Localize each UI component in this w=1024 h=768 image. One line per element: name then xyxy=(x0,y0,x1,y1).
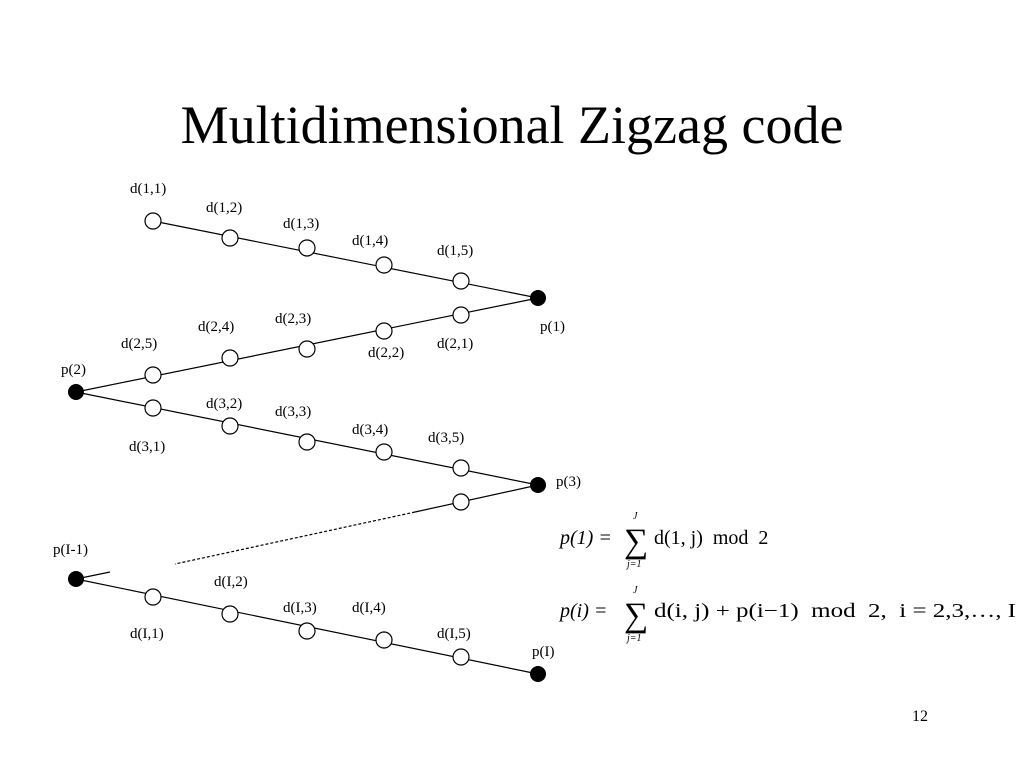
label-d-3-1: d(3,1) xyxy=(129,439,165,455)
node-d-3-5 xyxy=(452,459,470,477)
node-d-2-3 xyxy=(298,340,316,358)
eq2-rhs: d(i, j) + p(i−1) mod 2, i = 2,3,…, I xyxy=(654,600,1016,622)
node-d-2-4 xyxy=(221,349,239,367)
label-p-3: p(3) xyxy=(556,474,581,490)
label-p-I-minus-1: p(I-1) xyxy=(53,542,88,558)
label-d-I-2: d(I,2) xyxy=(214,574,248,590)
equation-parity-1: p(1) = J ∑ j=1 d(1, j) mod 2 xyxy=(558,511,768,570)
node-d-I-3 xyxy=(298,622,316,640)
edge-row-1 xyxy=(152,220,539,299)
label-d-3-5: d(3,5) xyxy=(428,430,464,446)
eq2-sum-upper: J xyxy=(633,585,638,596)
eq1-sum-upper: J xyxy=(633,511,638,522)
page-number: 12 xyxy=(912,708,928,725)
label-d-2-2: d(2,2) xyxy=(368,345,404,361)
edge-row-4-solid xyxy=(414,484,539,513)
eq1-sum-sign: ∑ xyxy=(624,523,648,560)
label-p-I: p(I) xyxy=(532,644,555,660)
node-d-1-2 xyxy=(221,229,239,247)
node-d-3-2 xyxy=(221,417,239,435)
node-d-1-3 xyxy=(298,239,316,257)
label-d-I-3: d(I,3) xyxy=(283,600,317,616)
node-d-2-1 xyxy=(452,306,470,324)
node-d-2-2 xyxy=(375,322,393,340)
node-d-1-5 xyxy=(452,272,470,290)
label-d-2-3: d(2,3) xyxy=(275,311,311,327)
node-d-1-4 xyxy=(375,256,393,274)
label-d-3-3: d(3,3) xyxy=(275,404,311,420)
equation-parity-i: p(i) = J ∑ j=1 d(i, j) + p(i−1) mod 2, i… xyxy=(558,585,1016,644)
label-d-2-1: d(2,1) xyxy=(437,336,473,352)
label-d-1-4: d(1,4) xyxy=(352,233,388,249)
node-d-3-3 xyxy=(298,433,316,451)
eq1-lhs: p(1) = xyxy=(558,527,612,549)
eq1-sum-lower: j=1 xyxy=(625,559,642,570)
label-d-1-1: d(1,1) xyxy=(130,181,166,197)
node-d-3-4 xyxy=(375,443,393,461)
node-p-2 xyxy=(68,384,84,400)
label-d-I-5: d(I,5) xyxy=(437,626,471,642)
node-d-3-1 xyxy=(144,399,162,417)
eq2-lhs: p(i) = xyxy=(558,600,607,622)
label-d-1-2: d(1,2) xyxy=(206,200,242,216)
node-d-2-5 xyxy=(144,366,162,384)
edge-row-4-dashed xyxy=(174,511,416,565)
node-d-I-1 xyxy=(144,588,162,606)
eq2-sum-sign: ∑ xyxy=(624,597,648,634)
label-d-2-4: d(2,4) xyxy=(198,319,234,335)
node-d-I-4 xyxy=(375,631,393,649)
label-d-1-3: d(1,3) xyxy=(283,216,319,232)
label-p-2: p(2) xyxy=(61,362,86,378)
label-d-3-2: d(3,2) xyxy=(206,396,242,412)
label-d-I-4: d(I,4) xyxy=(352,600,386,616)
eq1-rhs: d(1, j) mod 2 xyxy=(654,527,768,549)
label-d-I-1: d(I,1) xyxy=(130,626,164,642)
node-p-1 xyxy=(530,290,546,306)
node-p-I-minus-1 xyxy=(68,571,84,587)
label-d-3-4: d(3,4) xyxy=(352,422,388,438)
node-d-4-1 xyxy=(452,493,470,511)
label-d-2-5: d(2,5) xyxy=(121,336,157,352)
eq2-sum-lower: j=1 xyxy=(625,633,642,644)
label-p-1: p(1) xyxy=(540,319,565,335)
node-d-1-1 xyxy=(144,212,162,230)
node-p-3 xyxy=(530,477,546,493)
label-d-1-5: d(1,5) xyxy=(437,243,473,259)
node-p-I xyxy=(530,666,546,682)
node-d-I-5 xyxy=(452,648,470,666)
node-d-I-2 xyxy=(221,605,239,623)
slide-title: Multidimensional Zigzag code xyxy=(180,95,844,155)
